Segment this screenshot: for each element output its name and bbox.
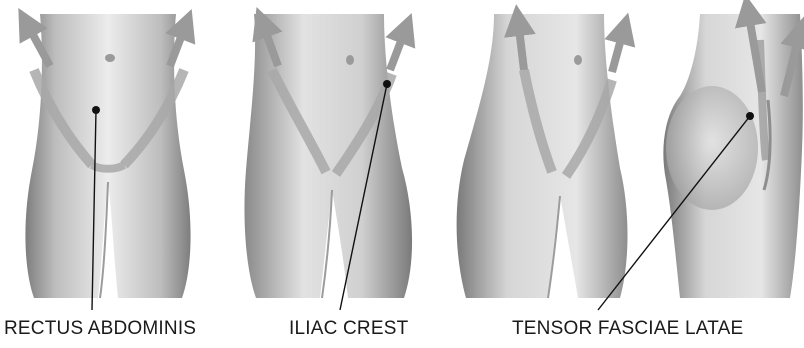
label-rectus-abdominis: RECTUS ABDOMINIS — [4, 318, 196, 340]
arrow-right-three-quarter — [390, 28, 406, 70]
torso-front-view — [25, 14, 190, 298]
torso-three-quarter-view — [244, 14, 412, 298]
label-iliac-crest: ILIAC CREST — [289, 318, 408, 340]
navel — [574, 55, 582, 65]
navel — [105, 54, 115, 62]
torso-side-view — [663, 10, 802, 298]
navel — [346, 55, 354, 65]
arrow-right-oblique — [612, 28, 624, 72]
label-tensor-fasciae-latae: TENSOR FASCIAE LATAE — [512, 318, 743, 340]
torso-oblique-view — [457, 14, 628, 298]
